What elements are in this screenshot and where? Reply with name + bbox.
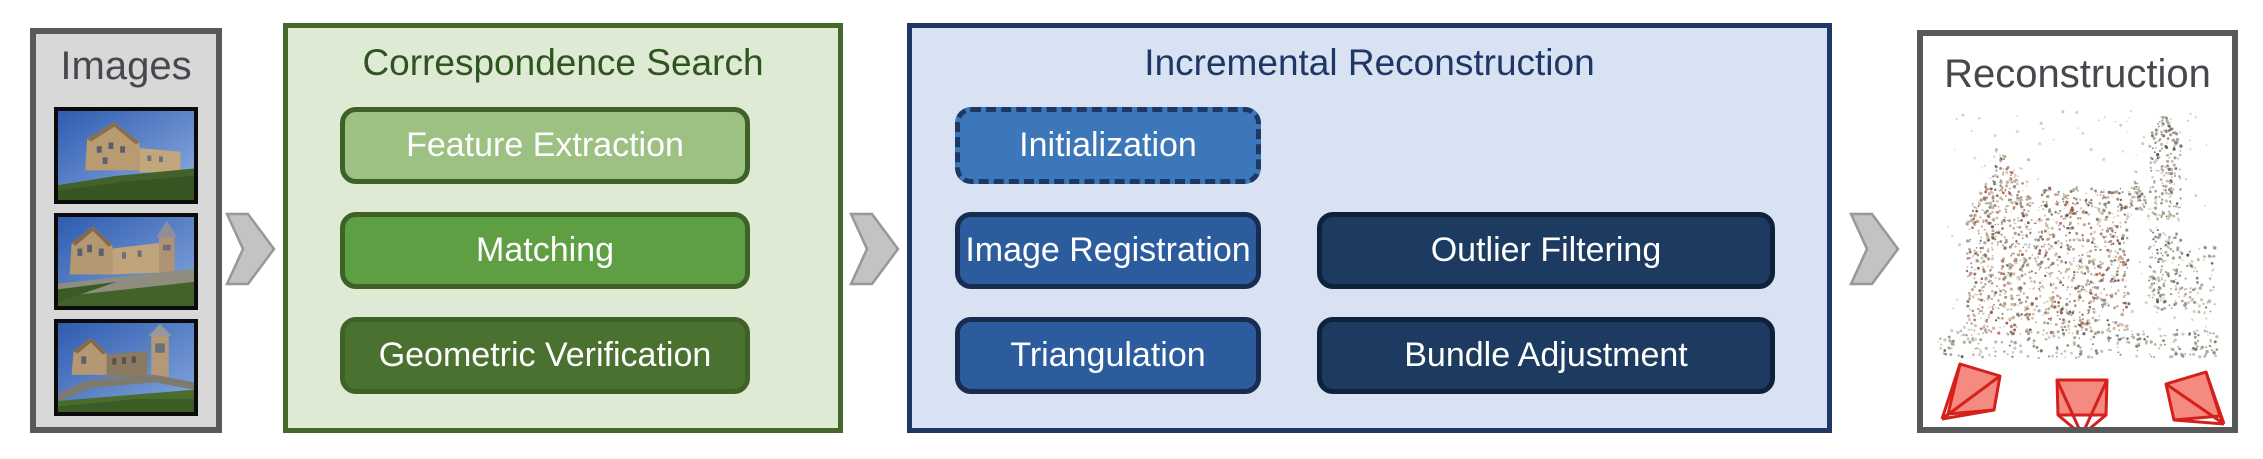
step-initialization-label: Initialization [1019,126,1197,164]
incremental-reconstruction-title: Incremental Reconstruction [1144,42,1595,83]
images-panel-title: Images [60,44,192,88]
correspondence-search-title: Correspondence Search [362,42,764,83]
reconstruction-panel: Reconstruction [1917,30,2238,433]
input-photo-2 [54,213,198,310]
step-outlier-filtering: Outlier Filtering [1317,212,1775,289]
step-geometric-verification: Geometric Verification [340,317,750,394]
camera-frustum-right [2164,370,2226,426]
step-triangulation-label: Triangulation [1010,336,1206,374]
input-photo-1 [54,107,198,204]
step-bundle-adjustment: Bundle Adjustment [1317,317,1775,394]
step-feature-extraction: Feature Extraction [340,107,750,184]
step-matching: Matching [340,212,750,289]
step-outlier-filtering-label: Outlier Filtering [1430,231,1662,269]
step-image-registration-label: Image Registration [965,231,1251,269]
camera-frustum-left [1940,362,2002,421]
step-feature-extraction-label: Feature Extraction [406,126,684,164]
step-bundle-adjustment-label: Bundle Adjustment [1404,336,1688,374]
incremental-to-reconstruction-arrow [1849,212,1900,286]
reconstruction-panel-title: Reconstruction [1944,52,2211,96]
point-cloud-dots [1937,109,2219,360]
input-photo-3 [54,319,198,416]
incremental-reconstruction-panel: Incremental Reconstruction Initializatio… [907,23,1832,433]
step-matching-label: Matching [476,231,614,269]
images-to-correspondence-arrow [225,212,276,286]
camera-frustum-middle [2055,378,2109,427]
step-image-registration: Image Registration [955,212,1261,289]
step-triangulation: Triangulation [955,317,1261,394]
step-initialization: Initialization [955,107,1261,184]
correspondence-to-incremental-arrow [849,212,900,286]
reconstruction-point-cloud [1937,109,2226,427]
correspondence-search-panel: Correspondence Search Feature Extraction… [283,23,843,433]
step-geometric-verification-label: Geometric Verification [378,336,712,374]
images-panel: Images [30,28,222,433]
